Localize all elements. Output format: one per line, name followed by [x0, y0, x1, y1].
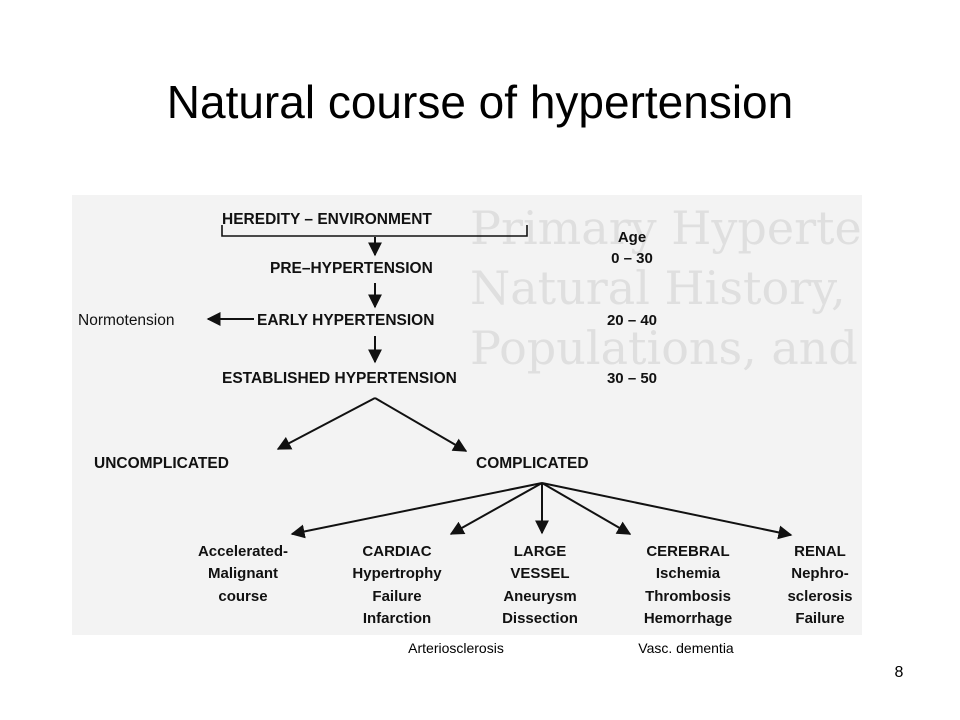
- outcome-line: course: [218, 588, 267, 605]
- caption-arteriosclerosis: Arteriosclerosis: [408, 640, 504, 656]
- arrow-to-renal: [541, 482, 793, 540]
- bleed-through-text: Primary Hypertension Natural History, St…: [470, 198, 860, 468]
- outcome-large-vessel: LARGE VESSEL Aneurysm Dissection: [502, 543, 578, 627]
- bleed-through-line: Primary Hypertension: [470, 201, 860, 255]
- outcome-line: CARDIAC: [362, 543, 431, 560]
- slide-number: 8: [894, 664, 904, 681]
- outcome-line: RENAL: [794, 543, 846, 560]
- bleed-through-line: Natural History, Sta: [470, 261, 860, 315]
- arrow-established-to-uncomplicated: [276, 397, 376, 450]
- outcome-line: LARGE: [514, 543, 567, 560]
- arrow-to-cerebral: [541, 482, 632, 535]
- heredity-bracket: [221, 225, 528, 237]
- outcome-line: Aneurysm: [503, 588, 576, 605]
- slide-title: Natural course of hypertension: [166, 76, 794, 128]
- outcome-renal: RENAL Nephro- sclerosis Failure: [787, 543, 852, 627]
- outcome-line: sclerosis: [787, 588, 852, 605]
- node-uncomplicated: UNCOMPLICATED: [94, 455, 229, 472]
- caption-vasc-dementia: Vasc. dementia: [638, 640, 734, 656]
- outcome-line: CEREBRAL: [646, 543, 729, 560]
- node-complicated: COMPLICATED: [476, 455, 589, 472]
- outcome-cerebral: CEREBRAL Ischemia Thrombosis Hemorrhage: [644, 543, 732, 627]
- outcome-accelerated-malignant: Accelerated- Malignant course: [198, 543, 288, 605]
- outcome-line: Thrombosis: [645, 588, 731, 605]
- arrow-established-to-complicated: [374, 397, 468, 452]
- node-early-hypertension: EARLY HYPERTENSION: [257, 312, 434, 329]
- arrow-to-cardiac: [449, 482, 543, 535]
- node-normotension: Normotension: [78, 312, 175, 329]
- age-label: Age: [618, 229, 646, 246]
- age-range-pre: 0 – 30: [611, 250, 653, 267]
- outcome-line: Dissection: [502, 610, 578, 627]
- outcome-line: Nephro-: [791, 565, 849, 582]
- outcome-line: Ischemia: [656, 565, 721, 582]
- scanned-image-background: [72, 195, 862, 635]
- arrow-to-accelerated: [290, 482, 543, 539]
- outcome-cardiac: CARDIAC Hypertrophy Failure Infarction: [352, 543, 442, 627]
- outcome-line: Infarction: [363, 610, 431, 627]
- node-heredity-environment: HEREDITY – ENVIRONMENT: [222, 211, 432, 228]
- outcome-line: Failure: [795, 610, 844, 627]
- age-range-established: 30 – 50: [607, 370, 657, 387]
- node-pre-hypertension: PRE–HYPERTENSION: [270, 260, 433, 277]
- bleed-through-line: Populations, and D: [470, 321, 860, 375]
- outcome-line: Hypertrophy: [352, 565, 442, 582]
- outcome-line: Malignant: [208, 565, 278, 582]
- age-range-early: 20 – 40: [607, 312, 657, 329]
- outcome-line: Hemorrhage: [644, 610, 732, 627]
- outcome-line: Accelerated-: [198, 543, 288, 560]
- node-established-hypertension: ESTABLISHED HYPERTENSION: [222, 370, 457, 387]
- outcome-line: VESSEL: [510, 565, 569, 582]
- outcome-line: Failure: [372, 588, 421, 605]
